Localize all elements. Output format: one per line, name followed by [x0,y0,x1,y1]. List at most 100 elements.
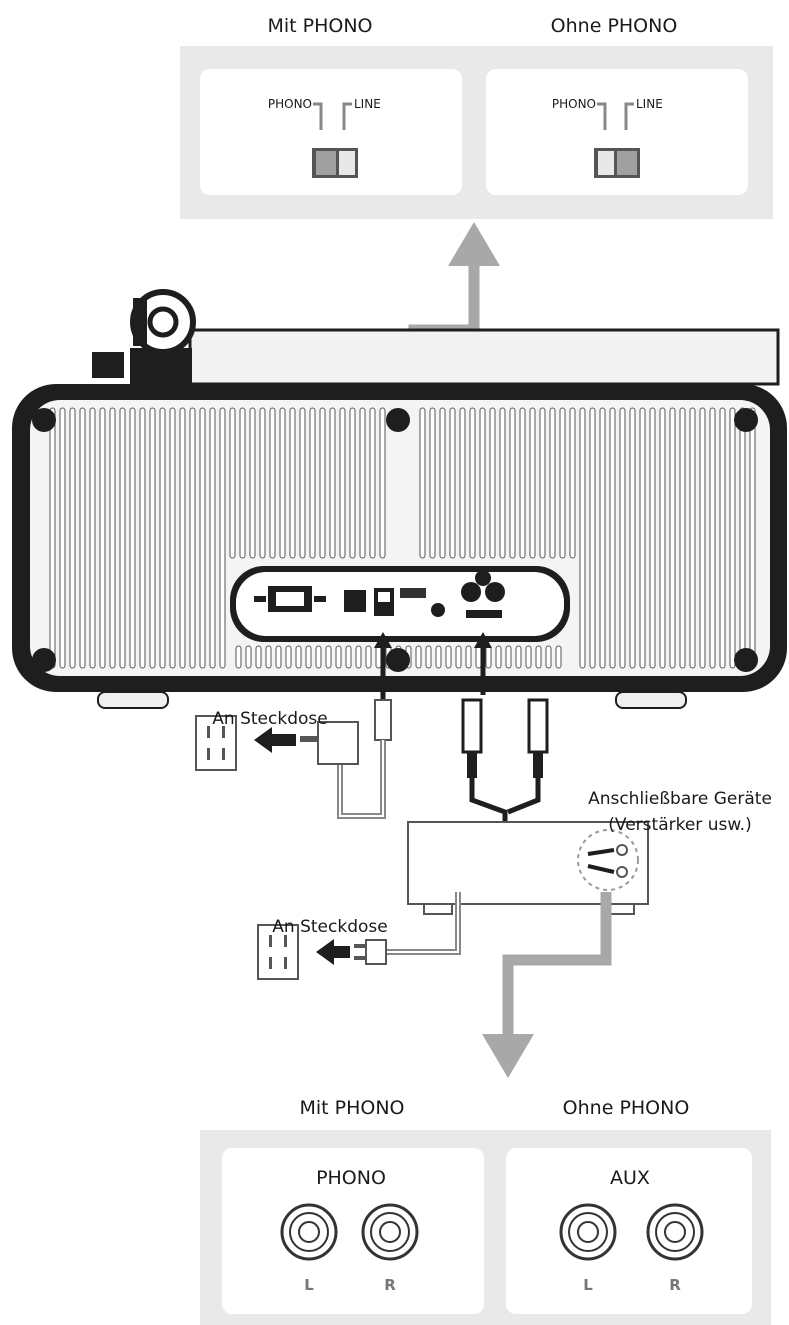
port-mark [254,596,266,602]
screw-icon [386,408,410,432]
insert-arrow-icon [374,632,392,648]
grille-slat [345,645,352,669]
port-mark [314,596,326,602]
line-indicator-line [624,102,634,130]
grille-slat [429,407,436,559]
grille-slat [555,645,562,669]
channel-r-label: R [669,1276,681,1294]
grille-slat [269,407,276,559]
adapter-prong [300,736,318,742]
grille-slat [259,407,266,559]
rca-label-mark [466,610,502,618]
port-label-mark [400,588,426,598]
switch-line-label: LINE [636,97,663,111]
grille-slat [109,407,116,669]
slide-switch-knob [316,151,336,175]
grille-slat [329,407,336,559]
grille-slat [689,407,696,669]
device-label-line1: Anschließbare Geräte [588,789,772,809]
grille-slat [199,407,206,669]
grille-slat [669,407,676,669]
phono-input-jacks [280,1203,419,1261]
slide-switch-track [598,151,614,175]
rca-cable-right [507,778,541,815]
switch-line-label: LINE [354,97,381,111]
grille-slat [209,407,216,669]
up-arrow-head [448,222,500,266]
grille-slat [415,645,422,669]
grille-slat [349,407,356,559]
grille-slat [485,645,492,669]
screw-icon [32,408,56,432]
grille-slat [549,407,556,559]
grille-slat [149,407,156,669]
grille-slat [379,407,386,559]
screw-icon [734,408,758,432]
turntable-rear-body [12,384,787,709]
bottom-left-title: Mit PHONO [299,1097,404,1119]
screw-icon [32,648,56,672]
grille-slat [439,407,446,559]
rca-jack-icon [485,582,505,602]
grille-slat [69,407,76,669]
grille-slat [499,407,506,559]
grille-slat [309,407,316,559]
grille-slat [129,407,136,669]
headshell [92,352,124,378]
amp-input-jack-icon [616,866,628,878]
grille-slat [649,407,656,669]
switch-phono-label: PHONO [268,97,312,111]
grille-slat [159,407,166,669]
rca-jack-icon [461,582,481,602]
headphone-jack-icon [431,603,445,617]
channel-r-label: R [384,1276,396,1294]
grille-slat [299,407,306,559]
channel-l-label: L [304,1276,314,1294]
grille-slat [475,645,482,669]
grille-slat [295,645,302,669]
tonearm-post [133,298,147,346]
switch-port-inner [378,592,390,602]
aux-input-label: AUX [610,1167,650,1189]
grille-slat [525,645,532,669]
grille-slat [59,407,66,669]
grille-slat [425,645,432,669]
slide-switch-knob [617,151,637,175]
top-right-card [486,69,748,195]
grille-slat [569,407,576,559]
amplifier-body [407,821,649,905]
phono-indicator-line [597,102,607,130]
grille-slat [289,407,296,559]
amp-input-jack-icon [616,844,628,856]
switch-with-phono [312,102,358,178]
switch-phono-label: PHONO [552,97,596,111]
grille-slat [325,645,332,669]
grille-slat [99,407,106,669]
grille-slat [239,407,246,559]
grille-slat [319,407,326,559]
dc-plug-icon [374,699,392,741]
grille-slat [579,407,586,669]
speaker-grille [49,407,756,669]
grille-slat [469,407,476,559]
platter-base [188,328,780,386]
aux-input-jacks [559,1203,704,1261]
bottom-right-title: Ohne PHONO [563,1097,690,1119]
rca-jack-icon [475,570,491,586]
grille-slat [339,407,346,559]
grille-slat [749,407,756,669]
power-adapter-icon [317,721,359,765]
grille-slat [189,407,196,669]
grille-slat [539,407,546,559]
device-label-line2: (Verstärker usw.) [608,815,751,835]
grille-slat [255,645,262,669]
usb-port-inner [276,592,304,606]
grille-slat [639,407,646,669]
grille-slat [619,407,626,669]
grille-slat [529,407,536,559]
phono-input-label: PHONO [316,1167,386,1189]
grille-slat [305,645,312,669]
top-left-title: Mit PHONO [267,15,372,37]
grille-slat [235,645,242,669]
grille-slat [119,407,126,669]
